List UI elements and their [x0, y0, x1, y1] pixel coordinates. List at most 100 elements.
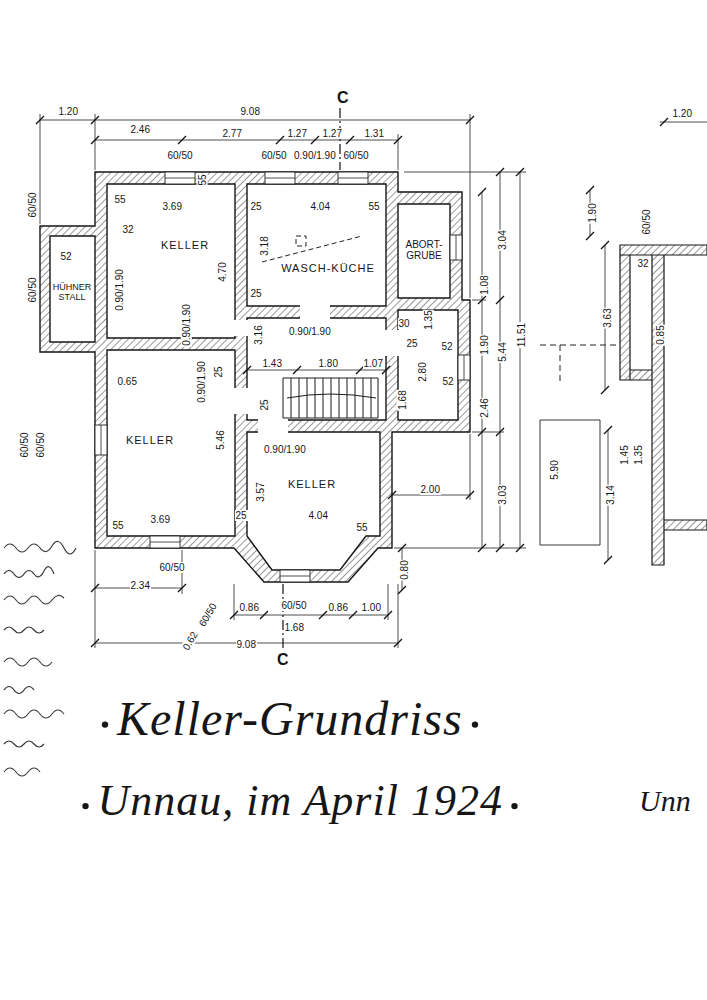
- label-holder: 1.45: [614, 444, 630, 465]
- label-holder: 55: [368, 197, 381, 213]
- marginal-handwriting: [4, 541, 76, 776]
- label-holder: 1.90: [474, 334, 490, 355]
- dimension-label: 5.44: [496, 341, 507, 362]
- dimension-label: 0.80: [398, 559, 409, 580]
- heading-holder: Unnau, im April 1924: [98, 775, 503, 826]
- section-line: [283, 108, 340, 650]
- dimension-label: 60/50: [281, 600, 308, 611]
- dimension-label: 25: [250, 201, 263, 212]
- dimension-label: 30: [398, 318, 411, 329]
- label-holder: 0.85: [650, 324, 666, 345]
- dimension-label: 1.08: [478, 274, 489, 295]
- label-holder: 25: [208, 365, 224, 378]
- dimension-label: 0.90/1.90: [196, 360, 207, 404]
- cut-caption: Unn: [638, 784, 692, 817]
- room-name: KELLER: [286, 478, 338, 491]
- label-holder: 52: [441, 337, 454, 353]
- dimension-label: 52: [441, 341, 454, 352]
- label-holder: 0.90/1.90: [177, 303, 193, 347]
- label-holder: 3.63: [597, 307, 613, 328]
- dimension-label: 2.34: [130, 580, 151, 591]
- dimension-label: 25: [235, 510, 248, 521]
- label-holder: 0.86: [239, 598, 260, 614]
- dimension-label: 9.08: [236, 639, 257, 650]
- label-holder: 1.00: [361, 598, 382, 614]
- label-holder: 0.90/1.90: [293, 146, 337, 162]
- dimension-label: 60/50: [18, 431, 29, 458]
- dimension-label: 1.80: [318, 358, 339, 369]
- dimension-label: 55: [368, 201, 381, 212]
- dimension-label: 55: [112, 520, 125, 531]
- label-holder: Unn: [638, 784, 692, 817]
- label-holder: 0.80: [394, 559, 410, 580]
- label-holder: 25: [254, 398, 270, 411]
- dimension-label: 1.35: [422, 309, 433, 330]
- label-holder: 1.43: [262, 354, 283, 370]
- label-holder: 25: [250, 284, 263, 300]
- room: ABORT- GRUBE: [403, 239, 444, 262]
- dimension-label: 4.70: [216, 261, 227, 282]
- plan-title: Keller-Grundriss: [117, 692, 463, 745]
- dimension-label: 2.80: [416, 361, 427, 382]
- label-holder: 60/50: [343, 146, 370, 162]
- label-holder: 3.69: [150, 510, 171, 526]
- dimension-label: 25: [212, 365, 223, 378]
- label-holder: C: [276, 651, 290, 669]
- dimension-label: 1.20: [58, 106, 79, 117]
- label-holder: 4.04: [310, 197, 331, 213]
- dimension-label: 0.86: [239, 602, 260, 613]
- dimension-label: 55: [196, 173, 207, 186]
- windows: [95, 172, 470, 582]
- dimension-label: 0.90/1.90: [114, 268, 125, 312]
- dimension-label: 1.07: [363, 358, 384, 369]
- dimension-label: 3.69: [162, 201, 183, 212]
- label-holder: 30: [398, 314, 411, 330]
- dimension-label: 1.90: [586, 202, 597, 223]
- label-holder: 4.70: [212, 261, 228, 282]
- label-holder: 3.16: [248, 324, 264, 345]
- label-holder: 1.90: [582, 202, 598, 223]
- dimension-label: 55: [114, 194, 127, 205]
- dimension-label: 4.04: [308, 510, 329, 521]
- dimension-label: 1.31: [364, 128, 385, 139]
- label-holder: 55: [112, 516, 125, 532]
- section-mark: C: [276, 651, 290, 669]
- dimension-label: 0.86: [328, 602, 349, 613]
- section-mark: C: [336, 89, 350, 107]
- room: KELLER: [124, 434, 176, 447]
- label-holder: 3.18: [254, 235, 270, 256]
- label-holder: 1.35: [418, 309, 434, 330]
- dimension-label: 0.90/1.90: [263, 444, 307, 455]
- dimension-label: 2.46: [130, 124, 151, 135]
- label-holder: 0.86: [328, 598, 349, 614]
- room: WASCH-KÜCHE: [279, 262, 377, 275]
- dimension-label: 0.62: [179, 629, 199, 653]
- dimension-label: 2.00: [420, 484, 441, 495]
- label-holder: 5.44: [492, 341, 508, 362]
- stair: [283, 378, 378, 418]
- dimension-label: 5.46: [214, 429, 225, 450]
- label-holder: 25: [406, 334, 419, 350]
- dimension-label: 25: [406, 338, 419, 349]
- label-holder: 0.90/1.90: [263, 440, 307, 456]
- dimension-label: 9.08: [240, 106, 261, 117]
- label-holder: 9.08: [236, 635, 257, 651]
- dimension-label: 3.18: [258, 235, 269, 256]
- dimension-label: 25: [258, 398, 269, 411]
- place-and-date: Unnau, im April 1924: [98, 776, 503, 825]
- label-holder: 1.20: [58, 102, 79, 118]
- dimension-label: 60/50: [159, 562, 186, 573]
- room-name: ABORT- GRUBE: [403, 239, 444, 262]
- dimension-label: 0.85: [654, 324, 665, 345]
- label-holder: 1.07: [363, 354, 384, 370]
- label-holder: 60/50: [14, 431, 30, 458]
- dimension-label: 1.68: [396, 389, 407, 410]
- label-holder: 0.90/1.90: [110, 268, 126, 312]
- label-holder: 60/50: [281, 596, 308, 612]
- dimension-label: 5.90: [548, 459, 559, 480]
- label-holder: 1.31: [364, 124, 385, 140]
- dimension-label: 3.57: [254, 481, 265, 502]
- ornament-dot: [102, 721, 108, 727]
- dimension-label: 55: [356, 522, 369, 533]
- dimension-label: 60/50: [640, 208, 651, 235]
